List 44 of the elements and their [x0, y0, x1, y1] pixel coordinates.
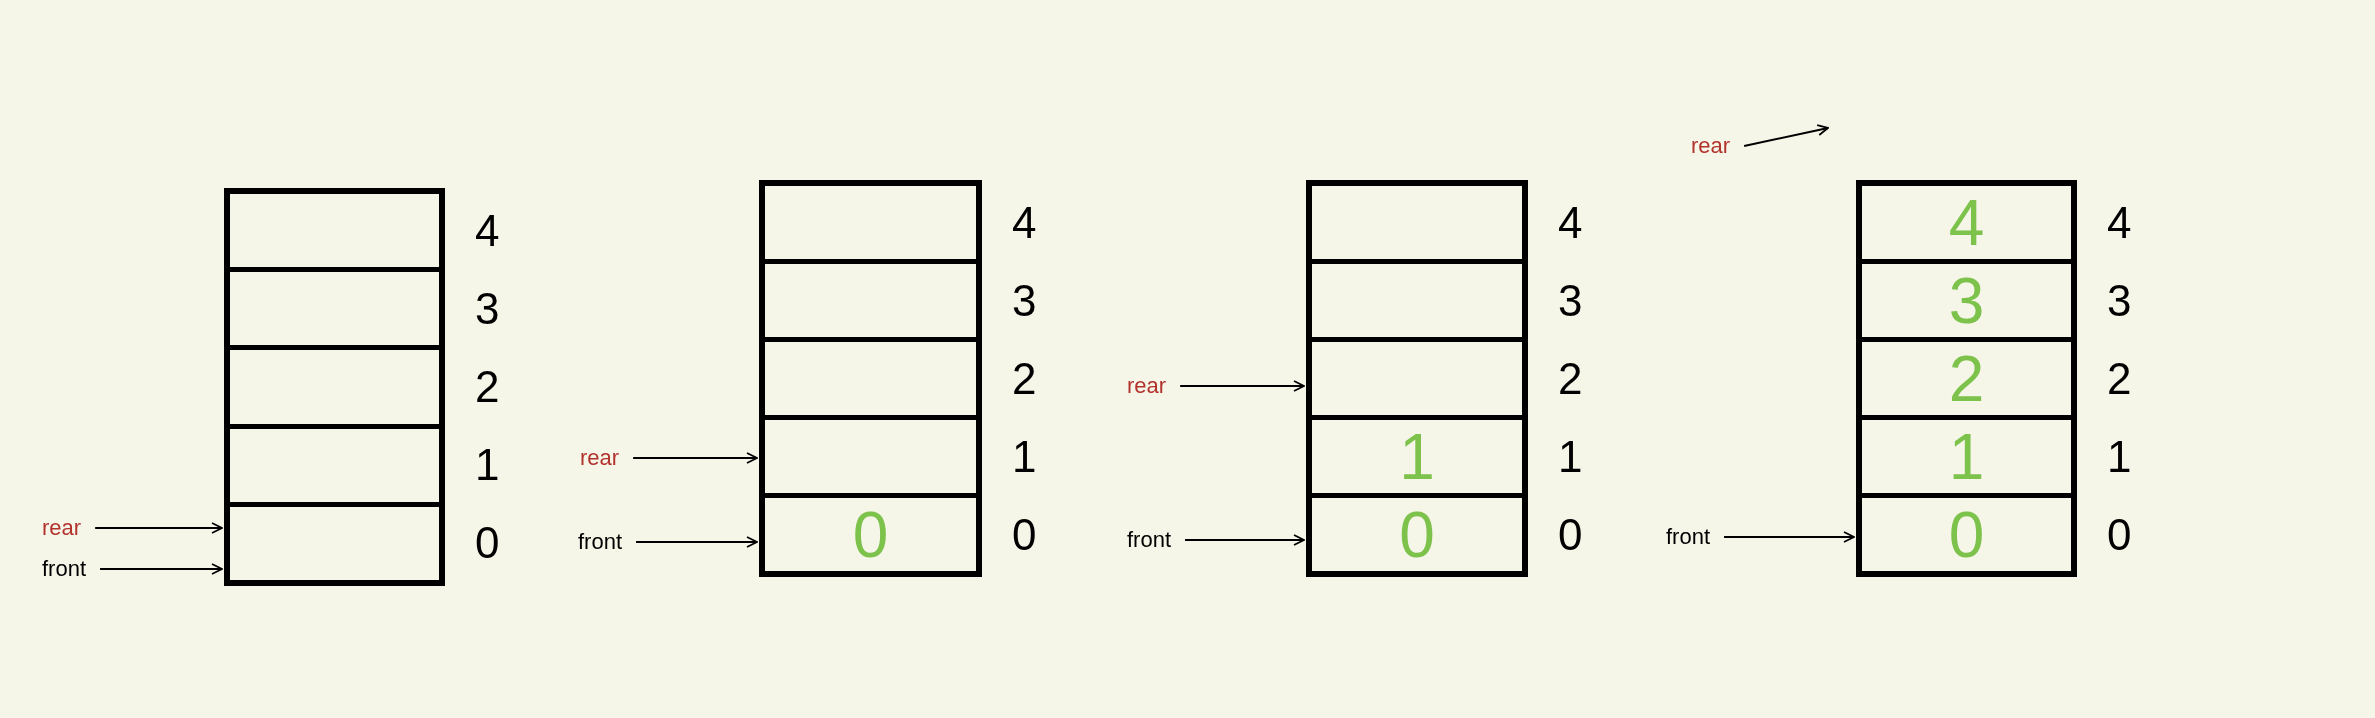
index-number: 2 [1012, 356, 1037, 401]
pointer-label: front [578, 528, 623, 556]
arrow [1723, 531, 1855, 543]
index-number: 0 [475, 521, 500, 566]
slot-value: 4 [1948, 190, 1985, 255]
index-number: 4 [1012, 200, 1037, 245]
pointer-label: front [1127, 526, 1172, 554]
arrow [99, 563, 223, 575]
slot-value: 1 [1399, 424, 1435, 489]
arrow [1179, 380, 1305, 392]
arrow [635, 536, 758, 548]
arrow [1743, 124, 1829, 147]
index-number: 1 [475, 443, 500, 488]
pointer-label: front [1666, 523, 1711, 551]
slot-value: 3 [1948, 268, 1985, 333]
index-number: 3 [1012, 278, 1037, 323]
index-number: 2 [1558, 356, 1583, 401]
index-number: 3 [2107, 278, 2132, 323]
pointer-label: rear [580, 444, 620, 472]
slot-value: 0 [1948, 502, 1985, 567]
index-number: 1 [1558, 434, 1583, 479]
arrow [1184, 534, 1305, 546]
index-number: 4 [2107, 200, 2132, 245]
pointer-label: rear [42, 514, 82, 542]
index-number: 0 [1012, 512, 1037, 557]
index-number: 0 [2107, 512, 2132, 557]
slot-value: 2 [1948, 346, 1985, 411]
index-number: 1 [2107, 434, 2132, 479]
slot-value: 1 [1948, 424, 1985, 489]
arrow [94, 522, 223, 534]
index-number: 0 [1558, 512, 1583, 557]
slot-value: 0 [852, 502, 889, 567]
index-number: 4 [1558, 200, 1583, 245]
index-number: 4 [475, 208, 500, 253]
index-number: 2 [2107, 356, 2132, 401]
pointer-label: rear [1127, 372, 1167, 400]
arrow [632, 452, 758, 464]
index-number: 2 [475, 365, 500, 409]
pointer-label: front [42, 555, 87, 583]
index-number: 3 [1558, 278, 1583, 323]
index-number: 3 [475, 286, 500, 331]
pointer-label: rear [1691, 132, 1731, 160]
index-number: 1 [1012, 434, 1037, 479]
slot-value: 0 [1399, 502, 1435, 567]
